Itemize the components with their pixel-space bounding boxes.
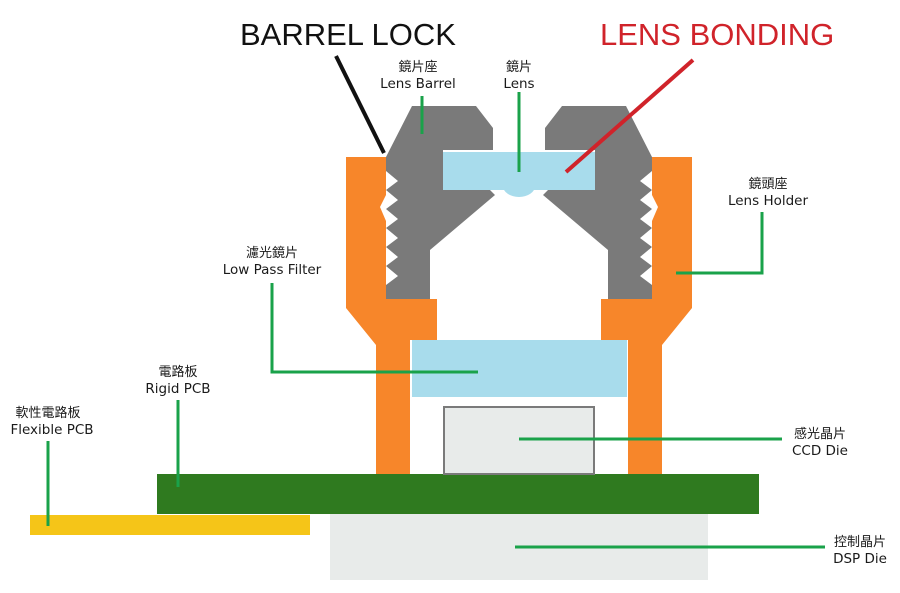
lens-bonding-pointer	[564, 58, 695, 174]
dsp-die-label-zh: 控制晶片	[834, 535, 886, 550]
rigid-pcb-board	[157, 474, 759, 514]
lens-barrel-label-en: Lens Barrel	[380, 76, 456, 92]
ccd-die-label-en: CCD Die	[792, 443, 848, 459]
rigid-pcb-label-en: Rigid PCB	[145, 381, 210, 397]
dsp-die-label-en: DSP Die	[833, 551, 887, 567]
low-pass-filter-label-en: Low Pass Filter	[223, 262, 322, 278]
lens-holder-left	[346, 157, 437, 474]
rigid-pcb-label-zh: 電路板	[158, 364, 197, 380]
lens-barrel-label-zh: 鏡片座	[398, 60, 437, 75]
barrel-lock-title: BARREL LOCK	[240, 17, 456, 52]
lens-holder-right	[601, 157, 692, 474]
ccd-die-label-zh: 感光晶片	[794, 426, 846, 442]
barrel-lock-pointer	[334, 55, 386, 154]
leader-lens-holder	[676, 212, 764, 275]
lens-holder-label-en: Lens Holder	[728, 193, 809, 209]
flexible-pcb-label-zh: 軟性電路板	[15, 405, 80, 421]
lens-center-bulge	[503, 175, 535, 197]
lens-label-zh: 鏡片	[506, 60, 532, 75]
leader-lines	[46, 92, 825, 549]
lens-holder-label-zh: 鏡頭座	[748, 177, 787, 192]
low-pass-filter-label-zh: 濾光鏡片	[246, 246, 298, 261]
lens-bonding-title: LENS BONDING	[600, 17, 834, 52]
flexible-pcb-label-en: Flexible PCB	[10, 422, 93, 438]
leader-low-pass-filter	[270, 283, 478, 374]
lens-label-en: Lens	[503, 76, 534, 92]
lens-barrel-left	[386, 106, 495, 299]
lens-barrel-right	[543, 106, 652, 299]
low-pass-filter	[412, 340, 627, 397]
flexible-pcb-strip	[30, 515, 310, 535]
